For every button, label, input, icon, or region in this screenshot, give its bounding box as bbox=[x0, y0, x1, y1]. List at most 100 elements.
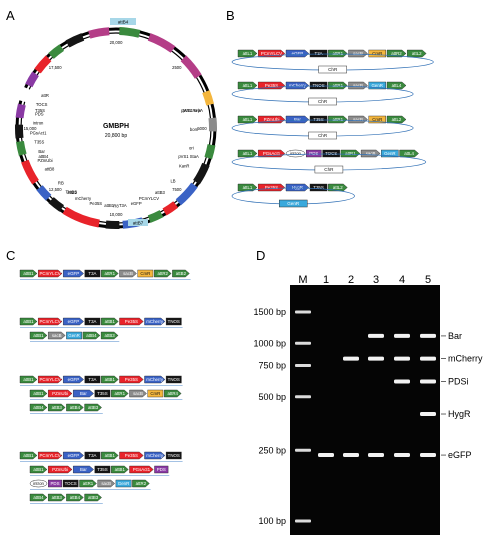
panel-label-c: C bbox=[6, 248, 15, 263]
plasmid-label-features_left-5: intron bbox=[33, 121, 44, 126]
panel-c-block-3-row-2-feature-4-label: sacB bbox=[101, 481, 111, 486]
panel-c-block-2-row-1-feature-0-shape bbox=[29, 389, 48, 398]
panel-c-block-3-row-1-feature-1-label: PZmUbi bbox=[52, 467, 68, 472]
panel-c-block-2-row-0-feature-0-label: attB1 bbox=[23, 377, 34, 382]
gel-ladder-band-2 bbox=[295, 363, 311, 367]
panel-b-row-2-feature-7-shape bbox=[386, 115, 407, 124]
panel-c-block-3-row-0-feature-2-label: eGFP bbox=[68, 453, 80, 458]
panel-b-row-4-feature-4-label: attL2 bbox=[333, 185, 343, 190]
plasmid-arc-18 bbox=[15, 103, 26, 119]
panel-c-block-1-row-0-feature-7-shape bbox=[165, 317, 182, 326]
panel-c-block-2-row-2-feature-1-label: attB3 bbox=[52, 405, 63, 410]
panel-c-block-2-row-1-feature-7-label: attR4 bbox=[167, 391, 178, 396]
panel-c-block-0-row-0-feature-0-label: attB1 bbox=[23, 271, 34, 276]
panel-c-block-1-row-0-feature-5-shape bbox=[119, 317, 144, 326]
panel-b-row-1-marker bbox=[308, 97, 337, 106]
panel-c-block-2-row-2-feature-1-shape bbox=[48, 403, 66, 412]
panel-c-block-0-row-0-feature-6-shape bbox=[137, 269, 154, 278]
gel-band-lane-4-1 bbox=[394, 356, 410, 361]
plasmid-label-features_right-1: bom bbox=[190, 127, 199, 132]
panel-b-row-0-feature-1-label: PCmYLCV bbox=[261, 51, 282, 56]
panel-c-block-3-row-0-feature-6-label: mCherry bbox=[146, 453, 164, 458]
gel-ladder-label-5: 100 bp bbox=[258, 516, 286, 526]
panel-b-row-4-marker-label: GenR bbox=[287, 201, 300, 206]
plasmid-tick-2: 20,000 bbox=[110, 40, 123, 45]
panel-b-row-1-feature-6-label: GenR bbox=[372, 83, 383, 88]
plasmid-label-features_top-5: pVS1 StaA bbox=[178, 154, 199, 159]
panel-c-block-2-row-2-feature-2-label: attB4 bbox=[70, 405, 81, 410]
plasmid-label-features_bottom-5: mCherry bbox=[75, 196, 92, 201]
panel-c-block-3-row-0-feature-0-shape bbox=[19, 451, 38, 460]
panel-label-b: B bbox=[226, 8, 235, 23]
panel-c-block-3-row-1-feature-0-shape bbox=[29, 465, 48, 474]
panel-b-row-0-feature-4-label: attR1 bbox=[333, 51, 344, 56]
panel-b-row-3-feature-1-label: PGsAct1 bbox=[263, 151, 281, 156]
panel-c-block-2-row-2-feature-0-label: attB4 bbox=[33, 405, 44, 410]
panel-b-row-2-feature-0-shape bbox=[237, 115, 258, 124]
panel-c-block-0-row-0-feature-2-shape bbox=[63, 269, 84, 278]
plasmid-label-features_bottom-2: T3A bbox=[119, 203, 127, 208]
plasmid-tick-4: 5000 bbox=[197, 126, 207, 131]
panel-c-block-3-row-3-feature-1-label: attB3 bbox=[52, 495, 63, 500]
gel-band-label-2: PDSi bbox=[448, 376, 469, 386]
panel-c-block-0-row-0-feature-8-label: attB2 bbox=[176, 271, 187, 276]
panel-b-row-4-feature-2-shape bbox=[285, 183, 310, 192]
panel-b-row-1-feature-4-shape bbox=[328, 81, 348, 90]
panel-c-block-3-row-2-feature-6-label: attR2 bbox=[136, 481, 147, 486]
panel-b-row-0-feature-0-shape bbox=[237, 49, 258, 58]
panel-c-block-3-row-2-feature-2-shape bbox=[62, 479, 79, 488]
plasmid-ticks: 10,00015,00020,00025005000750012,50017,5… bbox=[24, 40, 208, 217]
panel-label-a: A bbox=[6, 8, 15, 23]
panel-c-block-3-row-1-feature-4-label: attB1 bbox=[115, 467, 126, 472]
panel-b-row-0-feature-3-label: T3A bbox=[315, 51, 323, 56]
panel-b-row-0-feature-6-label: CmR bbox=[372, 51, 382, 56]
panel-c-block-2-row-1-feature-5-label: sacB bbox=[133, 391, 143, 396]
gel-lane-label-3: 3 bbox=[373, 274, 379, 286]
plasmid-label-features_right-0: pVS1 oriV bbox=[183, 108, 202, 113]
panel-b-row-3-feature-6-label: sacB bbox=[366, 151, 376, 156]
plasmid-label-features_top-1: attB4 bbox=[39, 154, 49, 159]
panel-c-block-3-row-0-feature-5-label: Pe35S bbox=[125, 453, 138, 458]
panel-c-block-3-row-0-feature-5-shape bbox=[119, 451, 144, 460]
panel-b-row-2-feature-2-label: Bar bbox=[294, 117, 301, 122]
panel-c-block-3-row-1-feature-5-shape bbox=[129, 465, 154, 474]
panel-c-block-3-row-0-feature-7-shape bbox=[165, 451, 182, 460]
panel-c-block-1-row-0-feature-2-label: eGFP bbox=[68, 319, 80, 324]
plasmid-name: GMBPH bbox=[103, 123, 129, 130]
panel-c-block-2-row-0-feature-2-shape bbox=[63, 375, 84, 384]
panel-c-block-2-row-0-feature-4-label: attB1 bbox=[105, 377, 116, 382]
panel-b-row-2-feature-5-label: sacB bbox=[353, 117, 363, 122]
panel-c-block-2-row-1-feature-1-shape bbox=[48, 389, 73, 398]
panel-c-block-2-row-1-feature-3-shape bbox=[94, 389, 111, 398]
panel-b-row-2-feature-0-label: attL1 bbox=[243, 117, 253, 122]
plasmid-map: 10,00015,00020,00025005000750012,50017,5… bbox=[15, 18, 217, 229]
plasmid-arc-5 bbox=[204, 144, 216, 160]
panel-c-block-3-row-2-feature-3-label: attR1 bbox=[83, 481, 94, 486]
panel-b-row-1-feature-7-shape bbox=[386, 81, 407, 90]
plasmid-tick-1: 15,000 bbox=[24, 126, 37, 131]
panel-c-block-3-row-0-feature-7-label: TNOS bbox=[168, 453, 180, 458]
gel-lane-label-5: 5 bbox=[425, 274, 431, 286]
panel-b-row-3-feature-8-shape bbox=[399, 149, 419, 158]
panel-b-row-1-feature-4-label: attR1 bbox=[333, 83, 344, 88]
gel-image bbox=[290, 285, 440, 535]
gel-ladder-label-3: 500 bp bbox=[258, 392, 286, 402]
panel-c-block-0-row-0-feature-7-label: attR2 bbox=[157, 271, 168, 276]
panel-c-block-2-row-0-feature-1-label: PCmYLCV bbox=[39, 377, 60, 382]
gel-band-lane-2-0 bbox=[343, 356, 359, 361]
panel-c-block-2-row-1-feature-5-shape bbox=[129, 389, 147, 398]
panel-b-row-2-feature-4-shape bbox=[328, 115, 348, 124]
gel-ladder-band-4 bbox=[295, 448, 311, 452]
panel-c-block-0-row-0-feature-3-label: T3A bbox=[88, 271, 96, 276]
plasmid-label-features_bottom-0: PCmYLCV bbox=[139, 196, 159, 201]
panel-b-row-1-marker-label: ChR bbox=[318, 99, 328, 104]
panel-b-row-3-feature-7-shape bbox=[381, 149, 399, 158]
panel-c-block-0-row-0-feature-8-shape bbox=[172, 269, 190, 278]
panel-c-block-3-row-0-feature-1-label: PCmYLCV bbox=[39, 453, 60, 458]
panel-c-block-3-row-0-feature-3-label: T3A bbox=[88, 453, 96, 458]
plasmid-label-features_top-6: pVS1 RepA bbox=[181, 108, 203, 113]
panel-c-block-2-row-2-feature-3-label: attB3 bbox=[88, 405, 99, 410]
panel-b-row-0-feature-6-shape bbox=[368, 49, 387, 58]
plasmid-tick-5: 7500 bbox=[172, 187, 182, 192]
